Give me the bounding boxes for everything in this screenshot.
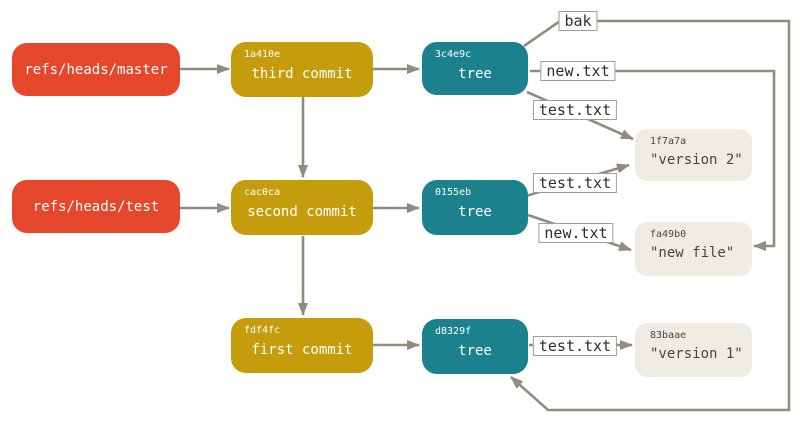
blob-node-1f7a7a: 1f7a7a "version 2" [635,129,752,181]
commit-hash: 1a410e [244,49,281,60]
blob-node-fa49b0: fa49b0 "new file" [635,222,752,276]
blob-label: "version 2" [650,152,743,168]
blob-label: "version 1" [650,346,743,362]
ref-label: refs/heads/master [24,61,168,78]
edge-bak-to-first-tree [510,19,791,412]
tree-hash: 0155eb [435,187,472,198]
edge-label-test-txt-top: test.txt [532,100,618,120]
ref-node-test: refs/heads/test [12,180,180,233]
blob-label: "new file" [650,245,735,261]
commit-label: second commit [247,204,357,220]
edge-label-test-txt-mid: test.txt [532,173,618,193]
blob-hash: fa49b0 [650,229,687,240]
edge-label-bak: bak [558,11,598,31]
edge-label-test-txt-bottom: test.txt [532,336,618,356]
commit-label: first commit [251,342,353,358]
tree-label: tree [458,66,492,82]
tree-node-0155eb: 0155eb tree [422,180,528,235]
blob-hash: 1f7a7a [650,136,687,147]
edge-label-new-txt-top: new.txt [540,61,616,81]
commit-hash: fdf4fc [244,325,281,336]
tree-node-d8329f: d8329f tree [422,319,528,374]
tree-hash: 3c4e9c [435,49,472,60]
blob-hash: 83baae [650,330,687,341]
tree-label: tree [458,204,492,220]
commit-node-third: 1a410e third commit [231,42,373,97]
edge-newtxt-top-to-newfile-blob [530,69,776,251]
commit-node-second: cac0ca second commit [231,180,373,235]
tree-node-3c4e9c: 3c4e9c tree [422,42,528,95]
tree-label: tree [458,343,492,359]
edge-label-new-txt-mid: new.txt [538,223,614,243]
commit-node-first: fdf4fc first commit [231,318,373,373]
commit-label: third commit [251,66,353,82]
blob-node-83baae: 83baae "version 1" [635,323,752,377]
commit-hash: cac0ca [244,187,281,198]
ref-label: refs/heads/test [32,198,160,215]
tree-hash: d8329f [435,326,472,337]
ref-node-master: refs/heads/master [12,43,180,96]
